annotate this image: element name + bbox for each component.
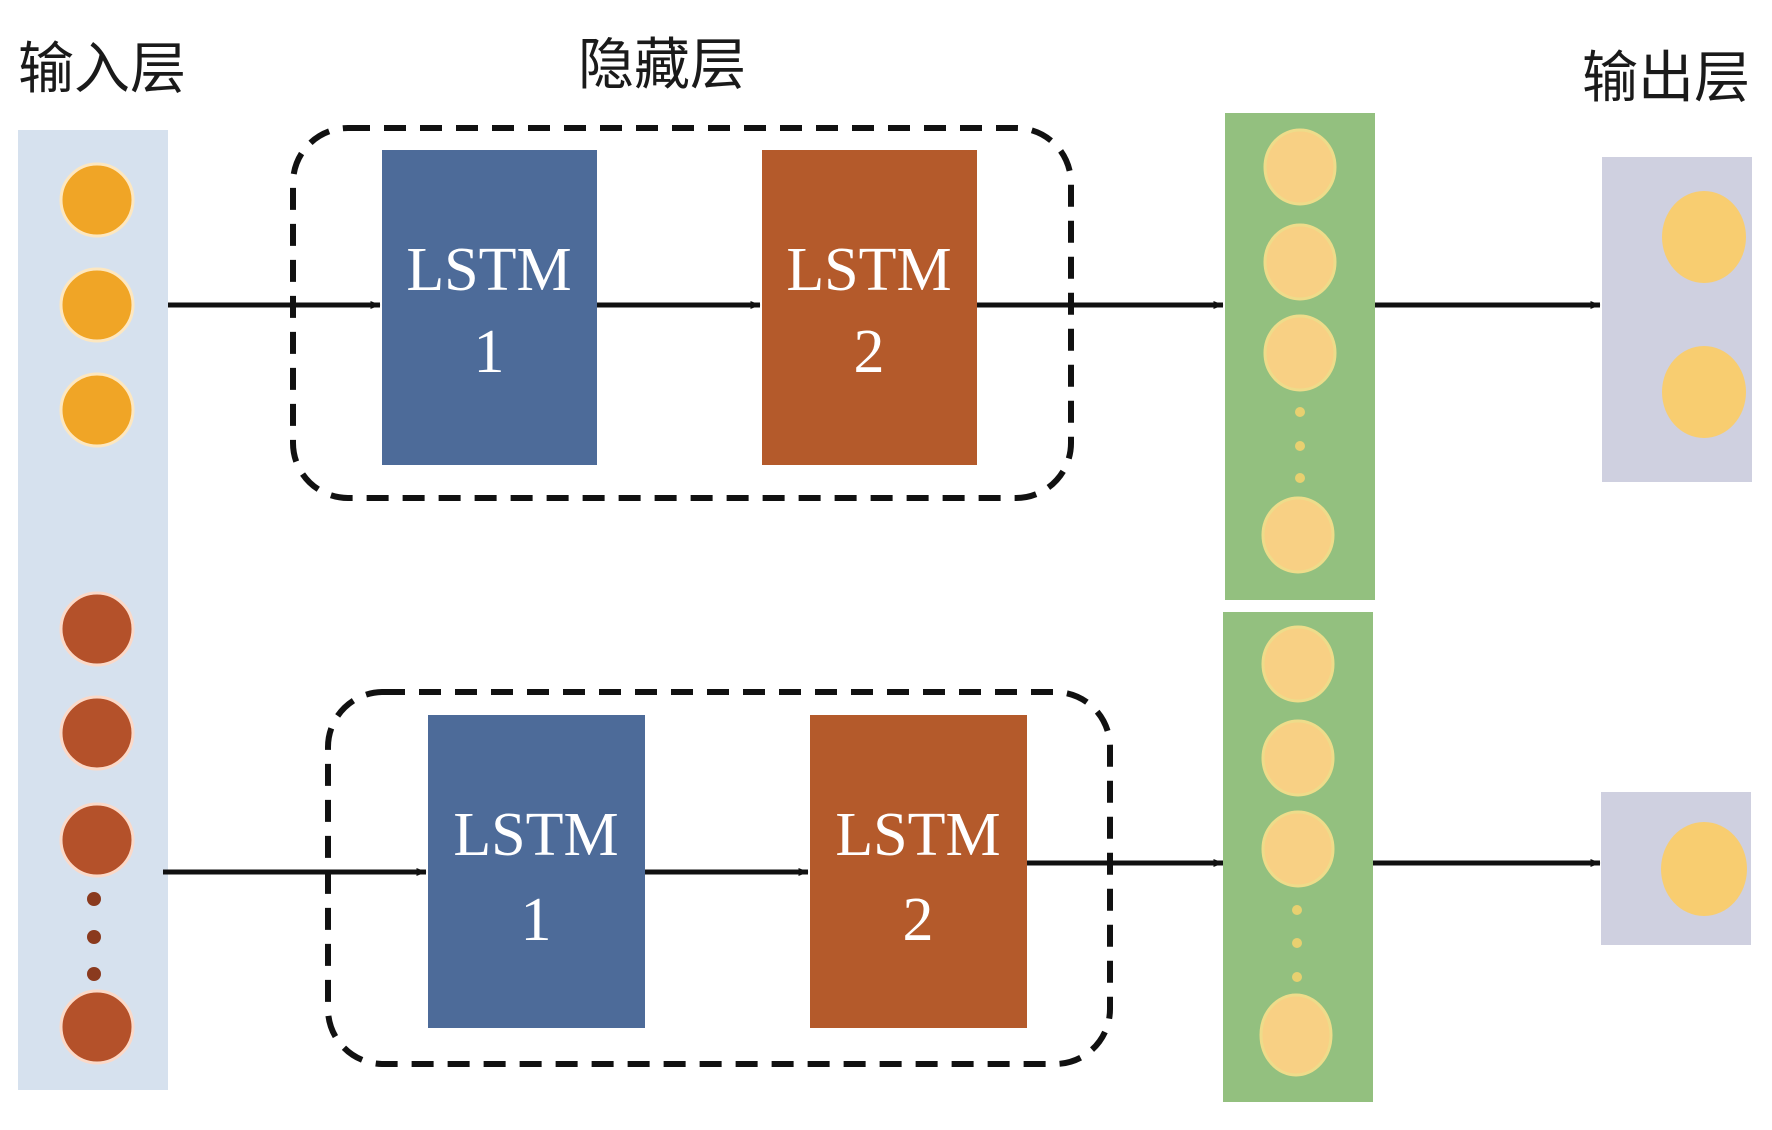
input-node (59, 591, 135, 667)
output-layer-label: 输出层 (1582, 46, 1750, 111)
lstm-2-bottom-title: LSTM (835, 801, 1000, 869)
bottom-branch: LSTM 1 LSTM 2 (163, 612, 1751, 1102)
dense-node (1261, 496, 1335, 574)
ellipsis-dot (1292, 938, 1302, 948)
dense-node (1261, 625, 1335, 703)
ellipsis-dot (1292, 972, 1302, 982)
dense-node (1263, 128, 1337, 206)
ellipsis-dot (1295, 407, 1305, 417)
input-layer-label: 输入层 (18, 37, 186, 102)
output-node (1662, 191, 1746, 283)
lstm-1-top-index: 1 (474, 318, 505, 386)
hidden-layer-group-bottom (325, 689, 1113, 1067)
input-node (59, 802, 135, 878)
hidden-layer-label: 隐藏层 (578, 33, 746, 98)
lstm-block-1-bottom (428, 715, 645, 1028)
input-node (59, 372, 135, 448)
output-node (1661, 822, 1747, 916)
dense-node (1261, 719, 1335, 797)
input-node (59, 267, 135, 343)
input-nodes-group-b (59, 591, 135, 1065)
lstm-2-top-index: 2 (854, 318, 885, 386)
ellipsis-dot (1295, 441, 1305, 451)
lstm-block-2-top (762, 150, 977, 465)
output-node (1662, 346, 1746, 438)
ellipsis-dot (87, 892, 101, 906)
lstm-block-2-bottom (810, 715, 1027, 1028)
ellipsis-dot (1295, 473, 1305, 483)
input-node (59, 989, 135, 1065)
hidden-layer-group-top (290, 125, 1074, 501)
ellipsis-dot (87, 930, 101, 944)
ellipsis-dot (87, 967, 101, 981)
ellipsis-dot (1292, 905, 1302, 915)
dense-node (1263, 223, 1337, 301)
lstm-1-bottom-title: LSTM (453, 801, 618, 869)
input-nodes-group-a (59, 162, 135, 448)
dense-node (1263, 314, 1337, 392)
input-node (59, 695, 135, 771)
input-node (59, 162, 135, 238)
dense-node (1259, 993, 1333, 1077)
lstm-2-top-title: LSTM (786, 236, 951, 304)
dense-node (1261, 810, 1335, 888)
top-branch: LSTM 1 LSTM 2 (168, 113, 1752, 600)
lstm-2-bottom-index: 2 (903, 886, 934, 954)
lstm-1-bottom-index: 1 (521, 886, 552, 954)
lstm-block-1-top (382, 150, 597, 465)
lstm-1-top-title: LSTM (406, 236, 571, 304)
